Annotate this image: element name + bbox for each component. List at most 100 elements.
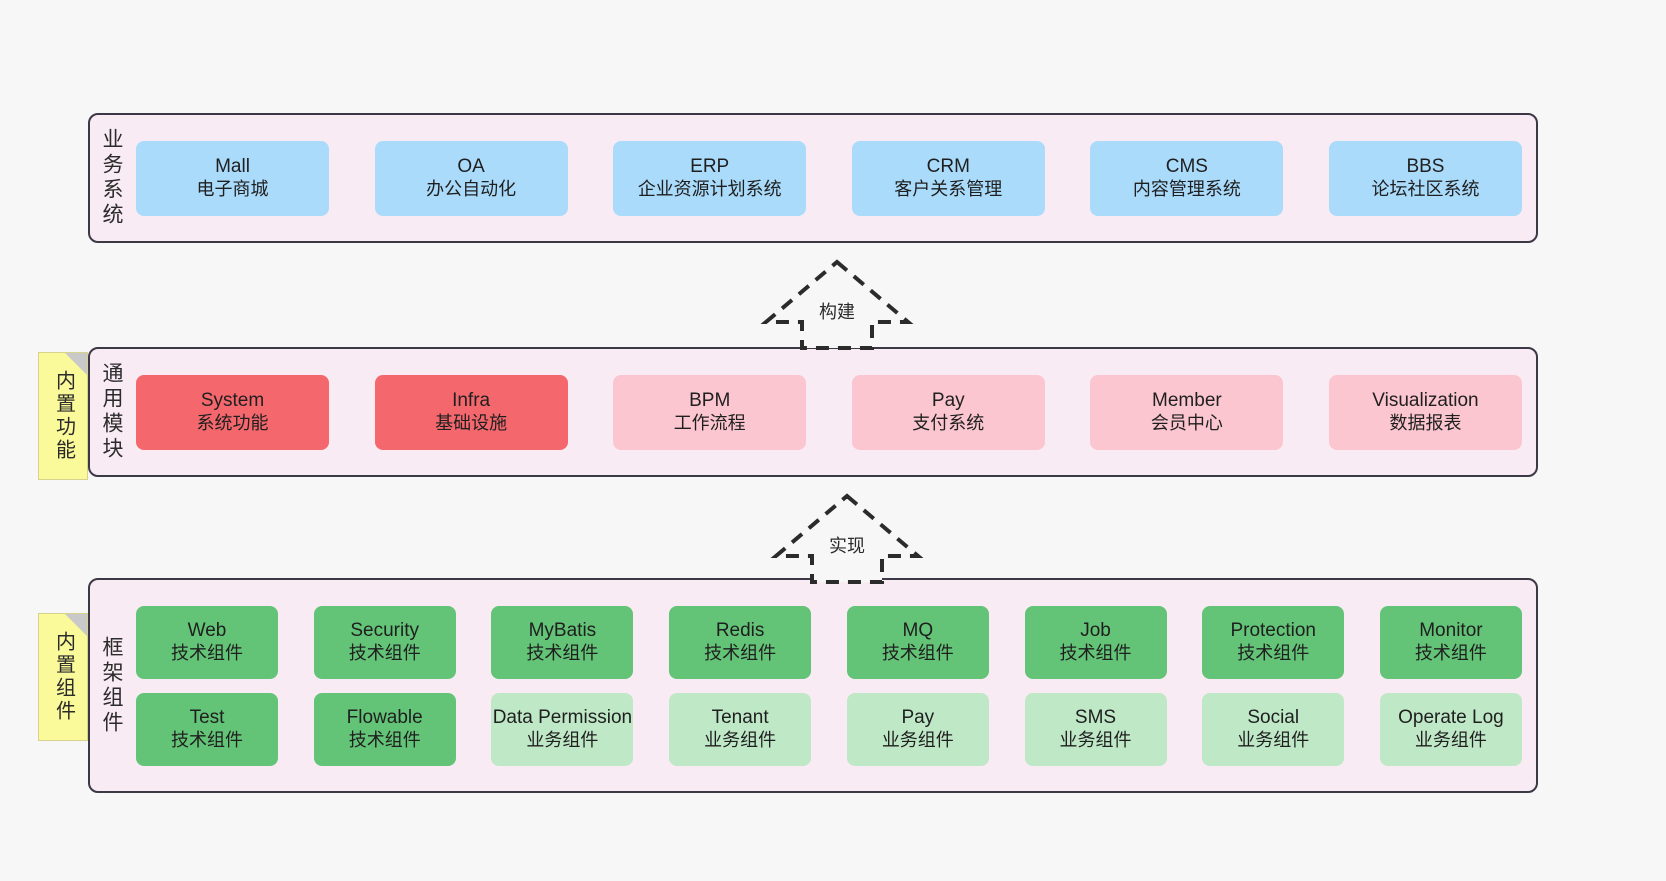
node-sms-en: SMS [1074,707,1117,729]
node-cms-cn: 内容管理系统 [1132,178,1241,199]
node-protection-en: Protection [1230,620,1316,642]
layer-modules-body: System 系统功能 Infra 基础设施 BPM 工作流程 Pay 支付系统… [132,349,1536,475]
node-redis[interactable]: Redis 技术组件 [669,605,812,679]
node-data-permission[interactable]: Data Permission 业务组件 [491,692,634,766]
connector-build-arrow-icon: 构建 [760,258,914,350]
node-sms-cn: 业务组件 [1059,729,1132,750]
node-mall-en: Mall [215,156,250,178]
node-mall-cn: 电子商城 [196,178,269,199]
connector-realize-label: 实现 [829,536,865,556]
node-pay-component-cn: 业务组件 [881,729,954,750]
node-oa-cn: 办公自动化 [426,178,517,199]
node-crm-cn: 客户关系管理 [894,178,1003,199]
node-data-permission-en: Data Permission [492,707,633,729]
node-tenant-en: Tenant [711,707,769,729]
node-flowable[interactable]: Flowable 技术组件 [313,692,456,766]
node-cms[interactable]: CMS 内容管理系统 [1090,140,1284,216]
node-protection[interactable]: Protection 技术组件 [1202,605,1345,679]
node-operate-log-cn: 业务组件 [1414,729,1487,750]
node-bbs-en: BBS [1406,156,1445,178]
node-cms-en: CMS [1165,156,1208,178]
node-tenant[interactable]: Tenant 业务组件 [669,692,812,766]
node-member[interactable]: Member 会员中心 [1090,374,1284,450]
node-social-en: Social [1247,707,1300,729]
node-mall[interactable]: Mall 电子商城 [136,140,329,216]
connector-realize-arrow-icon: 实现 [770,492,924,584]
framework-row-technical: Web 技术组件 Security 技术组件 MyBatis 技术组件 Redi… [136,605,1522,679]
node-mybatis[interactable]: MyBatis 技术组件 [491,605,634,679]
node-data-permission-cn: 业务组件 [526,729,599,750]
node-mq[interactable]: MQ 技术组件 [846,605,989,679]
node-test-en: Test [189,707,225,729]
node-oa-en: OA [457,156,485,178]
layer-framework-title: 框架组件 [100,635,124,736]
node-pay-component[interactable]: Pay 业务组件 [846,692,989,766]
layer-common-modules: 通用模块 System 系统功能 Infra 基础设施 BPM 工作流程 Pay… [88,347,1538,477]
node-operate-log[interactable]: Operate Log 业务组件 [1379,692,1522,766]
node-mq-cn: 技术组件 [881,642,954,663]
layer-business-systems: 业务系统 Mall 电子商城 OA 办公自动化 ERP 企业资源计划系统 CRM… [88,113,1538,243]
node-bbs-cn: 论坛社区系统 [1371,178,1480,199]
node-monitor[interactable]: Monitor 技术组件 [1379,605,1522,679]
layer-business-title: 业务系统 [100,128,124,228]
node-web-en: Web [187,620,227,642]
node-member-en: Member [1152,390,1222,412]
node-test[interactable]: Test 技术组件 [136,692,278,766]
node-system-en: System [200,390,265,412]
node-infra-en: Infra [452,390,491,412]
node-social[interactable]: Social 业务组件 [1202,692,1345,766]
node-bbs[interactable]: BBS 论坛社区系统 [1328,140,1522,216]
business-row: Mall 电子商城 OA 办公自动化 ERP 企业资源计划系统 CRM 客户关系… [136,140,1522,216]
node-pay-module-cn: 支付系统 [912,412,985,433]
node-monitor-cn: 技术组件 [1414,642,1487,663]
layer-business-body: Mall 电子商城 OA 办公自动化 ERP 企业资源计划系统 CRM 客户关系… [132,115,1536,241]
framework-row-business: Test 技术组件 Flowable 技术组件 Data Permission … [136,692,1522,766]
node-social-cn: 业务组件 [1237,729,1310,750]
node-mybatis-en: MyBatis [528,620,597,642]
node-crm[interactable]: CRM 客户关系管理 [851,140,1045,216]
node-monitor-en: Monitor [1419,620,1483,642]
node-member-cn: 会员中心 [1150,412,1223,433]
node-erp-en: ERP [690,156,730,178]
node-security-en: Security [350,620,420,642]
node-erp-cn: 企业资源计划系统 [637,178,782,199]
node-system-cn: 系统功能 [196,412,269,433]
node-infra-cn: 基础设施 [435,412,508,433]
node-job-cn: 技术组件 [1059,642,1132,663]
node-bpm-cn: 工作流程 [673,412,746,433]
node-infra[interactable]: Infra 基础设施 [374,374,568,450]
node-mybatis-cn: 技术组件 [526,642,599,663]
node-web[interactable]: Web 技术组件 [136,605,278,679]
node-visualization-en: Visualization [1372,390,1479,412]
note-builtin-functions: 内置功能 [38,352,88,480]
node-pay-component-en: Pay [901,707,935,729]
node-oa[interactable]: OA 办公自动化 [374,140,568,216]
modules-row: System 系统功能 Infra 基础设施 BPM 工作流程 Pay 支付系统… [136,374,1522,450]
node-security-cn: 技术组件 [348,642,421,663]
node-erp[interactable]: ERP 企业资源计划系统 [613,140,807,216]
layer-framework-body: Web 技术组件 Security 技术组件 MyBatis 技术组件 Redi… [132,580,1536,791]
node-visualization[interactable]: Visualization 数据报表 [1328,374,1522,450]
node-pay-module[interactable]: Pay 支付系统 [851,374,1045,450]
node-redis-en: Redis [715,620,765,642]
node-bpm[interactable]: BPM 工作流程 [613,374,807,450]
node-job-en: Job [1080,620,1111,642]
node-flowable-en: Flowable [346,707,423,729]
node-system[interactable]: System 系统功能 [136,374,329,450]
node-protection-cn: 技术组件 [1237,642,1310,663]
layer-framework-components: 框架组件 Web 技术组件 Security 技术组件 MyBatis 技术组件… [88,578,1538,793]
node-web-cn: 技术组件 [171,642,243,663]
node-redis-cn: 技术组件 [704,642,777,663]
node-visualization-cn: 数据报表 [1389,412,1462,433]
node-crm-en: CRM [926,156,970,178]
node-tenant-cn: 业务组件 [704,729,777,750]
node-bpm-en: BPM [689,390,731,412]
node-test-cn: 技术组件 [171,729,243,750]
node-job[interactable]: Job 技术组件 [1024,605,1167,679]
node-security[interactable]: Security 技术组件 [313,605,456,679]
node-pay-module-en: Pay [931,390,965,412]
node-mq-en: MQ [902,620,934,642]
note-builtin-components: 内置组件 [38,613,88,741]
node-sms[interactable]: SMS 业务组件 [1024,692,1167,766]
